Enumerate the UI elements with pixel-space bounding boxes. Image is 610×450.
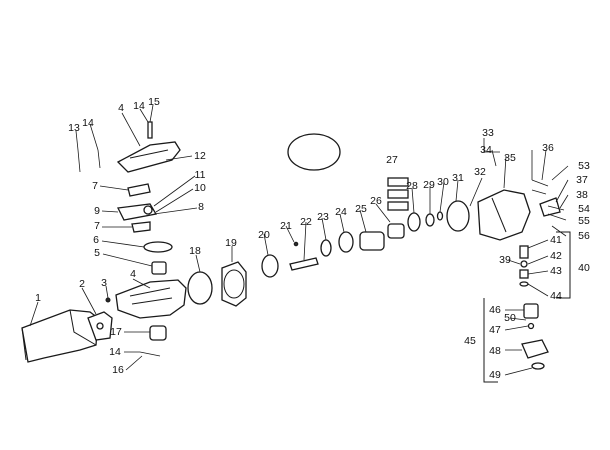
- part-washer-6: [143, 241, 173, 253]
- callout-46: 46: [489, 303, 501, 316]
- callout-30: 30: [437, 175, 449, 188]
- part-lever-7: [127, 183, 151, 197]
- callout-1: 1: [35, 291, 41, 304]
- part-valve-body: [523, 303, 539, 330]
- bracket-group-45: [483, 298, 498, 383]
- callout-49: 49: [489, 368, 501, 381]
- callout-39: 39: [499, 253, 511, 266]
- callout-55: 55: [578, 214, 590, 227]
- callout-14-bottom: 14: [109, 345, 121, 358]
- bracket-group-40: [556, 231, 571, 299]
- callout-33: 33: [482, 126, 494, 139]
- part-pin-16: [139, 351, 161, 357]
- callout-17: 17: [110, 325, 122, 338]
- part-back-cap: [477, 189, 531, 241]
- part-end-plate-32: [446, 200, 470, 232]
- part-screws-36: [531, 179, 549, 195]
- callout-43: 43: [550, 264, 562, 277]
- callout-24: 24: [335, 205, 347, 218]
- callout-13: 13: [68, 121, 80, 134]
- callout-12: 12: [194, 149, 206, 162]
- part-screw-3: [105, 297, 111, 303]
- callout-56: 56: [578, 229, 590, 242]
- part-bracket: [87, 311, 113, 341]
- callout-3: 3: [101, 276, 107, 289]
- part-ring-20: [261, 254, 279, 278]
- part-lower-frame: [115, 279, 187, 319]
- callout-15: 15: [148, 95, 160, 108]
- callout-2: 2: [79, 277, 85, 290]
- leader-lines: [29, 104, 569, 376]
- part-plug-37: [539, 197, 561, 217]
- callout-18: 18: [189, 244, 201, 257]
- callout-38: 38: [576, 188, 588, 201]
- callout-4-lower: 4: [130, 267, 136, 280]
- callout-22: 22: [300, 215, 312, 228]
- callout-6: 6: [93, 233, 99, 246]
- part-motor-housing: [221, 261, 247, 307]
- callout-7-upper: 7: [92, 179, 98, 192]
- callout-26: 26: [370, 194, 382, 207]
- part-gasket-18: [187, 271, 213, 305]
- callout-14-top: 14: [133, 99, 145, 112]
- callout-41: 41: [550, 233, 562, 246]
- part-cylinder-17: [149, 325, 167, 341]
- callout-34: 34: [480, 143, 492, 156]
- callout-31: 31: [452, 171, 464, 184]
- callout-11: 11: [194, 168, 206, 181]
- part-bearing-29: [425, 213, 435, 227]
- callout-27: 27: [386, 153, 398, 166]
- callout-10: 10: [194, 181, 206, 194]
- part-bearing-24: [338, 231, 354, 253]
- part-disc-28: [407, 212, 421, 232]
- part-washer-30: [436, 211, 444, 221]
- part-cylinder-25: [359, 231, 385, 251]
- part-nozzle: [287, 133, 341, 171]
- callout-4-upper: 4: [118, 101, 124, 114]
- part-link-7: [131, 221, 151, 233]
- part-bearing-23: [320, 239, 332, 257]
- part-pin-15: [147, 121, 153, 139]
- callout-29: 29: [423, 178, 435, 191]
- callout-14-left: 14: [82, 116, 94, 129]
- callout-8: 8: [198, 200, 204, 213]
- callout-45: 45: [464, 334, 476, 347]
- part-trigger-assembly: [117, 203, 158, 221]
- callout-40: 40: [578, 261, 590, 274]
- callout-53: 53: [578, 159, 590, 172]
- callout-47: 47: [489, 323, 501, 336]
- callout-20: 20: [258, 228, 270, 241]
- part-upper-cover: [116, 141, 181, 173]
- callout-5: 5: [94, 246, 100, 259]
- callout-54: 54: [578, 202, 590, 215]
- callout-44: 44: [550, 289, 562, 302]
- callout-50: 50: [504, 311, 516, 324]
- part-cap-48: [521, 339, 549, 359]
- callout-36: 36: [542, 141, 554, 154]
- part-pins-13-14: [77, 149, 101, 173]
- callout-42: 42: [550, 249, 562, 262]
- part-rotor-26: [387, 223, 405, 239]
- callout-35: 35: [504, 151, 516, 164]
- part-valve-stack: [519, 245, 529, 287]
- callout-37: 37: [576, 173, 588, 186]
- part-shaft-22: [289, 257, 319, 271]
- part-handle: [21, 309, 99, 363]
- callout-7-lower: 7: [94, 219, 100, 232]
- callout-48: 48: [489, 344, 501, 357]
- callout-32: 32: [474, 165, 486, 178]
- callout-23: 23: [317, 210, 329, 223]
- part-oring-49: [531, 362, 545, 370]
- part-sleeve-5: [151, 261, 167, 275]
- callout-25: 25: [355, 202, 367, 215]
- callout-9: 9: [94, 204, 100, 217]
- part-ball-21: [293, 241, 299, 247]
- callout-28: 28: [406, 179, 418, 192]
- callout-21: 21: [280, 219, 292, 232]
- callout-16: 16: [112, 363, 124, 376]
- part-blade-set: [387, 177, 409, 211]
- callout-19: 19: [225, 236, 237, 249]
